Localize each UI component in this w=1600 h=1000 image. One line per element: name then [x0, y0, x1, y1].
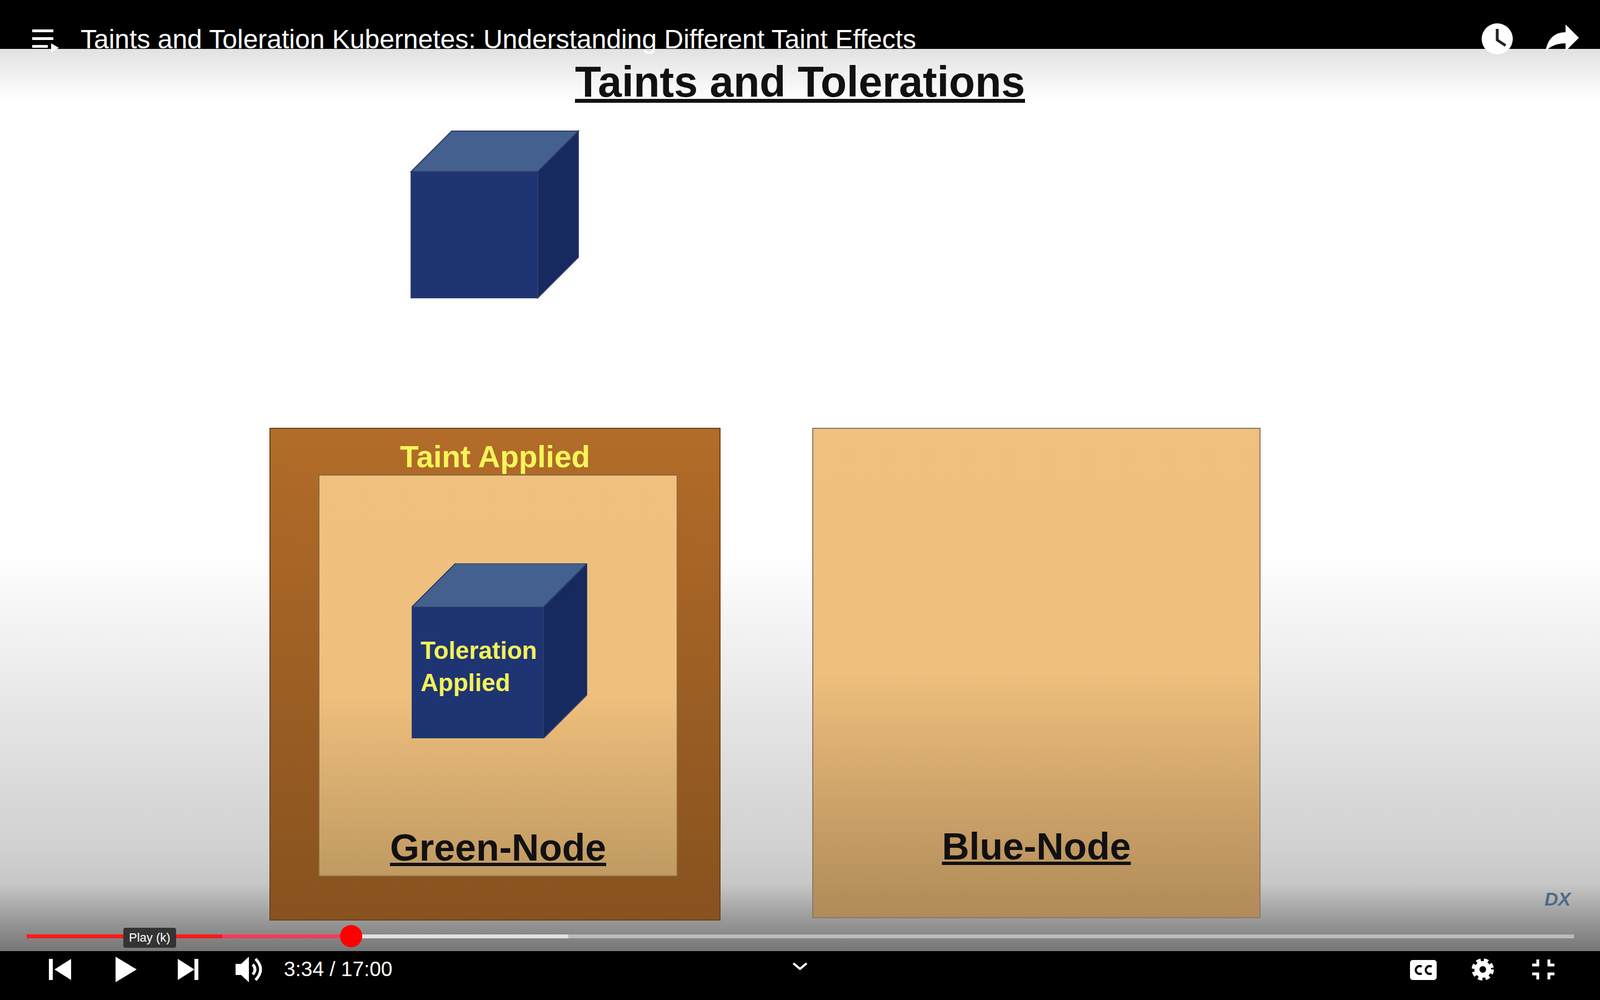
cube-side — [543, 563, 588, 739]
captions-box — [1410, 960, 1437, 980]
gear-hole — [1479, 966, 1487, 973]
gear-body — [1474, 961, 1492, 978]
corner — [1548, 973, 1555, 980]
node-box: Green-Node Toleration Applied — [318, 474, 678, 877]
clock-hands — [1497, 28, 1506, 46]
prev-bar — [48, 958, 53, 980]
controls-bar — [0, 951, 1600, 1000]
sound-wave — [252, 964, 255, 975]
corner — [1548, 959, 1555, 965]
taint-label: Taint Applied — [270, 428, 720, 475]
cube-front — [411, 171, 538, 298]
video-title: Taints and Toleration Kubernetes: Unders… — [80, 25, 917, 54]
volume-icon — [235, 956, 261, 983]
share-icon — [1545, 24, 1579, 52]
menu-triangle — [51, 43, 59, 53]
watermark: DX — [1544, 887, 1571, 910]
pod-cube: Toleration Applied — [411, 563, 588, 739]
corner — [1532, 959, 1538, 965]
menu-line — [32, 37, 54, 40]
next-triangle — [177, 958, 195, 980]
prev-triangle — [54, 958, 72, 980]
gear-teeth — [1474, 961, 1492, 978]
progress-buffered — [26, 934, 569, 939]
node-name: Blue-Node — [813, 823, 1260, 918]
progress-scrubber — [340, 925, 363, 948]
play-icon — [115, 956, 137, 983]
previous-icon — [48, 958, 72, 980]
chevron-icon — [793, 963, 807, 969]
clock-face — [1481, 23, 1513, 55]
exit-fullscreen-icon — [1532, 959, 1555, 980]
node-name: Green-Node — [319, 825, 677, 876]
menu-line — [32, 45, 48, 48]
corner — [1532, 973, 1538, 980]
progress-hover — [222, 934, 352, 939]
watch-later-icon — [1481, 23, 1513, 55]
settings-icon — [1474, 961, 1492, 978]
captions-c — [1415, 966, 1422, 974]
sound-wave — [255, 958, 261, 980]
slide-title: Taints and Tolerations — [0, 57, 1600, 107]
playlist-icon — [32, 29, 59, 53]
next-icon — [177, 958, 199, 980]
tooltip: Play (k) — [123, 927, 177, 948]
controls-shade — [0, 883, 1600, 952]
progress-played — [26, 934, 352, 939]
cube-side — [537, 131, 579, 298]
node-box: Blue-Node — [812, 427, 1261, 919]
tainted-node-frame: Taint AppliedGreen-Node Toleration Applie… — [269, 427, 721, 921]
speaker — [235, 956, 249, 983]
captions-c — [1425, 966, 1432, 974]
progress-track — [26, 934, 1574, 939]
captions-icon — [1410, 960, 1437, 980]
time-display: 3:34 / 17:00 — [283, 957, 393, 982]
next-bar — [194, 958, 199, 980]
menu-line — [32, 29, 54, 33]
pod-label: Toleration Applied — [411, 563, 585, 699]
pod-cube — [411, 131, 579, 298]
